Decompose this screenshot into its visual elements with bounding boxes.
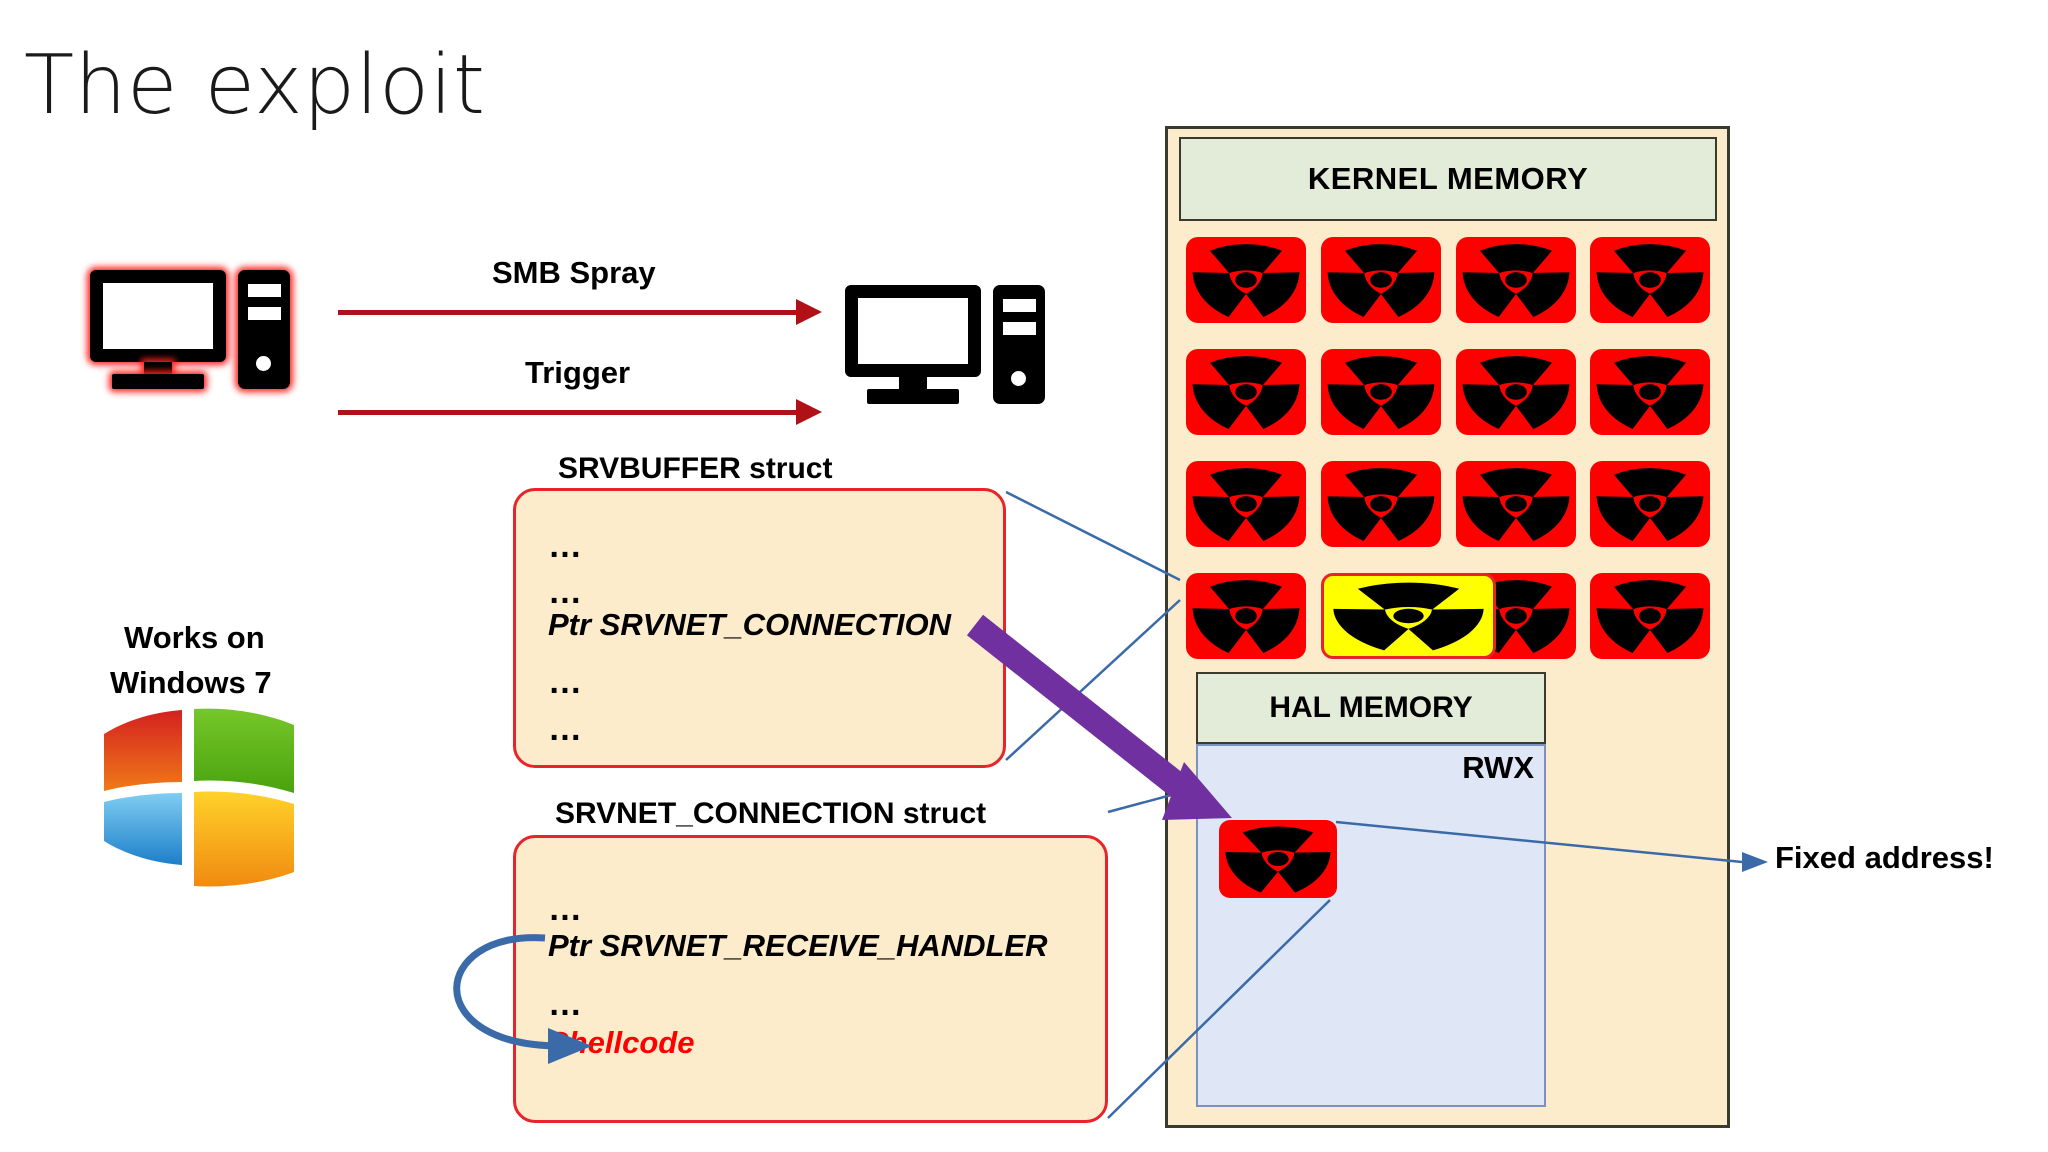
kernel-memory-tile xyxy=(1456,573,1576,659)
smb-spray-arrow-head xyxy=(796,299,822,325)
platform-note-line2: Windows 7 xyxy=(110,665,272,700)
shellcode-line: Shellcode xyxy=(548,1025,695,1060)
monitor-stand-base xyxy=(112,374,204,389)
kernel-memory-tile xyxy=(1321,237,1441,323)
kernel-memory-tile xyxy=(1321,349,1441,435)
drive-bay-top xyxy=(1003,299,1036,312)
connector-srvbuffer-top xyxy=(1005,490,1181,582)
srvnet-connection-struct-title: SRVNET_CONNECTION struct xyxy=(555,797,987,830)
kernel-memory-header: KERNEL MEMORY xyxy=(1179,137,1717,221)
power-button-icon xyxy=(1011,371,1026,386)
attacker-computer-icon xyxy=(90,270,290,390)
monitor-screen xyxy=(845,285,981,377)
monitor-stand-neck xyxy=(899,377,927,391)
srvbuffer-line-2: … xyxy=(548,573,583,611)
srvbuffer-line-4: … xyxy=(548,663,583,701)
kernel-memory-tile xyxy=(1186,573,1306,659)
srvbuffer-line-1: … xyxy=(548,527,583,565)
kernel-memory-tile xyxy=(1456,237,1576,323)
srvnet-receive-handler-line: Ptr SRVNET_RECEIVE_HANDLER xyxy=(548,928,1048,963)
kernel-memory-label: KERNEL MEMORY xyxy=(1307,161,1589,196)
windows-flag-panes xyxy=(104,708,294,887)
fixed-address-arrow-head xyxy=(1742,852,1768,872)
trigger-arrow-line xyxy=(338,410,798,415)
drive-bay-top xyxy=(248,284,281,297)
hal-memory-header: HAL MEMORY xyxy=(1196,672,1546,744)
kernel-memory-tile xyxy=(1456,461,1576,547)
power-button-icon xyxy=(256,356,271,371)
windows-7-logo xyxy=(70,690,320,890)
srvnet-line-3: … xyxy=(548,985,583,1023)
srvbuffer-struct-title: SRVBUFFER struct xyxy=(558,452,833,485)
kernel-memory-tile xyxy=(1590,237,1710,323)
hal-memory-label: HAL MEMORY xyxy=(1269,691,1473,724)
monitor-stand-neck xyxy=(144,362,172,376)
kernel-memory-tile xyxy=(1590,349,1710,435)
kernel-memory-tile xyxy=(1590,461,1710,547)
monitor-stand-base xyxy=(867,389,959,404)
rwx-permission-label: RWX xyxy=(1462,750,1534,785)
kernel-memory-tile-grid xyxy=(1186,237,1710,659)
kernel-memory-tile xyxy=(1456,349,1576,435)
connector-srvbuffer-bottom xyxy=(1005,599,1181,761)
drive-bay-bottom xyxy=(1003,322,1036,335)
smb-spray-arrow-line xyxy=(338,310,798,315)
hal-shellcode-tile xyxy=(1219,820,1337,898)
kernel-memory-tile xyxy=(1186,461,1306,547)
drive-bay-bottom xyxy=(248,307,281,320)
srvbuffer-struct-box xyxy=(513,488,1006,768)
srvnet-connection-struct-box xyxy=(513,835,1108,1123)
trigger-label: Trigger xyxy=(525,355,631,390)
kernel-memory-tile xyxy=(1590,573,1710,659)
kernel-memory-tile xyxy=(1186,349,1306,435)
srvbuffer-line-5: … xyxy=(548,710,583,748)
kernel-memory-tile-highlighted xyxy=(1321,573,1496,659)
hal-memory-body xyxy=(1196,744,1546,1107)
kernel-memory-tile xyxy=(1186,237,1306,323)
page-title: The exploit xyxy=(24,38,486,133)
victim-computer-icon xyxy=(845,285,1045,405)
smb-spray-label: SMB Spray xyxy=(492,255,656,290)
platform-note-line1: Works on xyxy=(124,620,265,655)
trigger-arrow-head xyxy=(796,399,822,425)
monitor-screen xyxy=(90,270,226,362)
srvnet-line-1: … xyxy=(548,890,583,928)
kernel-memory-tile xyxy=(1321,461,1441,547)
srvbuffer-pointer-line: Ptr SRVNET_CONNECTION xyxy=(548,607,952,642)
fixed-address-label: Fixed address! xyxy=(1775,840,1994,875)
